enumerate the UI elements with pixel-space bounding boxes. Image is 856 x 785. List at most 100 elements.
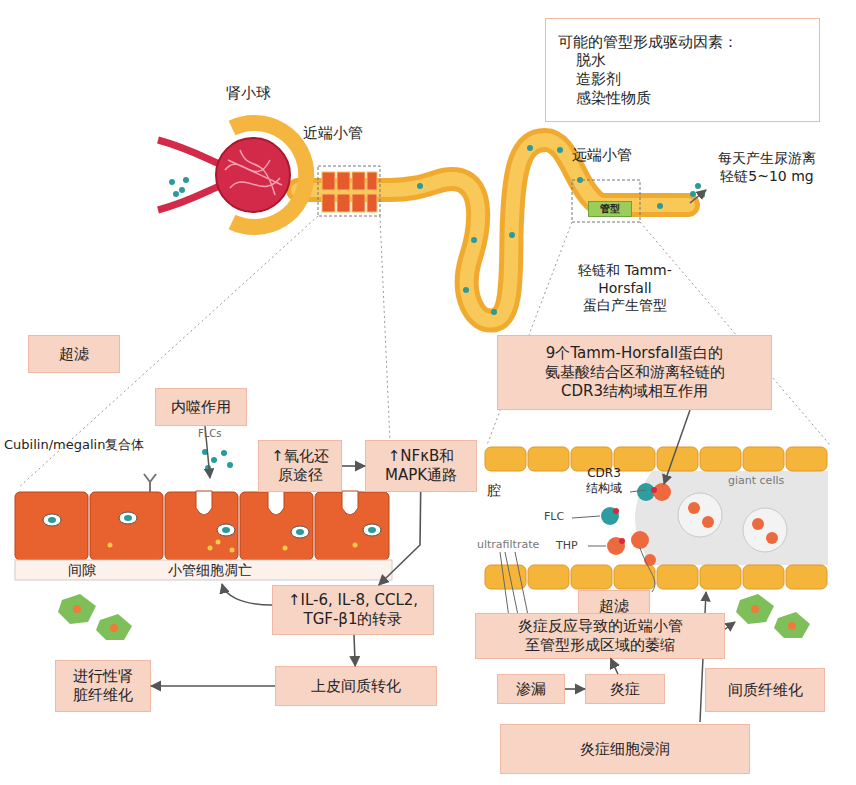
leader-lines	[500, 490, 655, 625]
flc-symbol	[601, 507, 619, 525]
arrow-connector	[565, 688, 585, 690]
cell	[322, 172, 335, 190]
label-text: 近端小管	[303, 124, 393, 143]
zoom-frame	[318, 166, 380, 216]
nucleus	[43, 514, 61, 526]
flc-dot	[527, 145, 533, 151]
label-text: THP	[556, 539, 588, 553]
receptor-symbol	[144, 474, 156, 492]
label-text: giant cells	[728, 474, 808, 488]
cell	[352, 172, 365, 190]
fibroblast	[58, 594, 96, 624]
cell	[15, 492, 88, 560]
excretion-arrow	[690, 190, 706, 203]
arrow-connector	[151, 685, 275, 687]
zoom-frame	[572, 180, 640, 222]
process-box: ↑IL-6, IL-8, CCL2, TGF-β1的转录	[272, 585, 434, 635]
cell	[700, 565, 741, 589]
node-text: 渗漏	[516, 680, 546, 699]
cell	[528, 565, 569, 589]
nucleus	[291, 526, 309, 538]
blood-vessel	[158, 184, 224, 210]
vesicle	[108, 543, 113, 548]
nucleus-core	[222, 527, 230, 533]
cell	[786, 447, 827, 471]
process-box: 超滤	[28, 335, 120, 373]
flc-dot	[491, 309, 497, 315]
arrow-connector	[342, 465, 365, 467]
cell	[315, 492, 389, 560]
cell	[337, 194, 350, 212]
giant-cell	[743, 508, 787, 552]
flc-dot	[179, 187, 185, 193]
node-text: 内噬作用	[171, 398, 231, 417]
label-text: 每天产生尿游离 轻链5~10 mg	[708, 150, 826, 185]
nucleus	[217, 524, 235, 536]
flc-dot	[463, 287, 469, 293]
node-text: 9个Tamm-Horsfall蛋白的 氨基酸结合区和游离轻链的 CDR3结构域相…	[503, 344, 766, 400]
label-text: FLC	[544, 510, 574, 524]
giant-cell-core	[702, 516, 714, 528]
node-text: ↑氧化还 原途径	[264, 447, 336, 485]
node-text: 感染性物质	[558, 89, 651, 108]
giant-cell-core	[688, 502, 700, 514]
label-text: 小管细胞凋亡	[168, 562, 278, 580]
flc-dot	[227, 462, 233, 468]
cell	[367, 194, 377, 212]
cell	[528, 447, 569, 471]
cdr3-symbol	[613, 508, 619, 514]
pit	[196, 491, 212, 515]
flc-dot	[471, 237, 477, 243]
process-box: 上皮间质转化	[275, 666, 437, 706]
cast-region	[635, 471, 828, 565]
note-box: 可能的管型形成驱动因素：脱水造影剂感染性物质	[545, 18, 820, 122]
flc-dot	[690, 191, 696, 197]
flc-dot	[169, 179, 175, 185]
cell	[485, 447, 526, 471]
process-box: 进行性肾 脏纤维化	[55, 660, 151, 712]
thp-symbol	[644, 554, 656, 566]
label-text: CDR3 结构域	[578, 466, 630, 496]
zoom-line	[640, 222, 830, 445]
leader-line	[640, 548, 655, 592]
arrow-connector	[354, 635, 355, 666]
node-text: ↑IL-6, IL-8, CCL2, TGF-β1的转录	[278, 591, 428, 629]
cell	[657, 447, 698, 471]
cell	[367, 172, 377, 190]
node-text: 间质纤维化	[728, 681, 803, 700]
node-text: 可能的管型形成驱动因素：	[558, 33, 738, 52]
cell	[786, 565, 827, 589]
blood-vessel	[158, 140, 224, 166]
flc-dot	[221, 450, 227, 456]
cell	[337, 172, 350, 190]
thp-symbol	[607, 537, 625, 555]
flc-dot	[211, 457, 217, 463]
process-box: 间质纤维化	[705, 668, 825, 712]
nuclei	[43, 512, 381, 538]
vesicle	[216, 540, 221, 545]
arrow-connector	[379, 492, 421, 585]
nucleus-core	[48, 517, 56, 523]
vesicle	[230, 548, 235, 553]
node-text: 脱水	[558, 51, 606, 70]
cell	[657, 565, 698, 589]
epithelial-cells	[322, 172, 377, 212]
process-box: 炎症细胞浸润	[500, 724, 750, 774]
process-box: 渗漏	[497, 674, 565, 704]
pit	[342, 491, 358, 515]
label-text: 轻链和 Tamm-Horsfall 蛋白产生管型	[560, 262, 690, 315]
node-text: 炎症反应导致的近端小管 至管型形成区域的萎缩	[481, 617, 719, 655]
label-text: Cubilin/megalin复合体	[4, 437, 194, 453]
label-text: 间隙	[68, 562, 118, 580]
cell	[571, 565, 612, 589]
vesicle	[353, 543, 358, 548]
label-text: 肾小球	[226, 84, 306, 103]
vesicles	[108, 540, 358, 553]
giant-cell-core	[766, 532, 778, 544]
flc-dot	[183, 177, 189, 183]
giant-cell	[678, 493, 722, 537]
node-text: 炎症	[610, 680, 640, 699]
